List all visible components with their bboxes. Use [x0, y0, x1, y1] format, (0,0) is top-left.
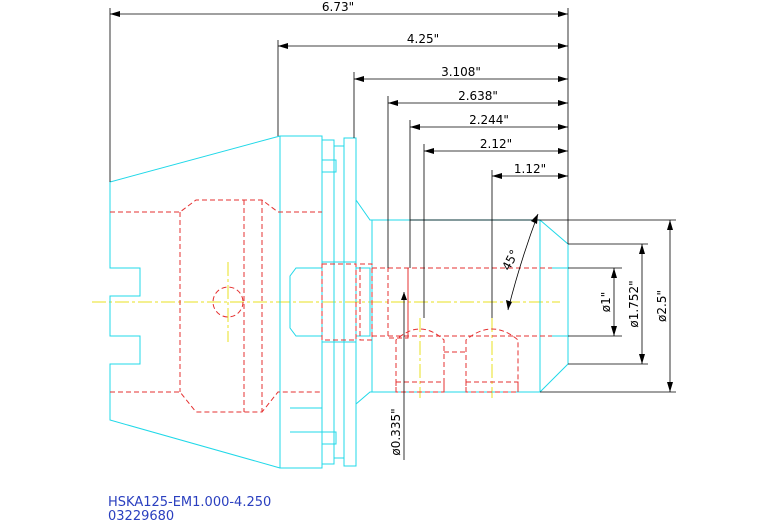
dim-3-108: 3.108": [441, 65, 481, 79]
dim-angle-45: 45°: [499, 247, 521, 272]
part-number: HSKA125-EM1.000-4.250: [108, 495, 271, 510]
part-outline: [109, 135, 569, 469]
dim-dia-1-752: ø1.752": [627, 280, 641, 327]
dimension-lines: [109, 8, 676, 460]
item-code: 03229680: [108, 509, 174, 523]
dimension-labels: 6.73" 4.25" 3.108" 2.638" 2.244" 2.12" 1…: [322, 0, 669, 456]
dim-6-73: 6.73": [322, 0, 354, 14]
dim-dia-0-335: ø0.335": [389, 408, 403, 455]
dim-4-25: 4.25": [407, 32, 439, 46]
dim-2-638: 2.638": [458, 89, 498, 103]
dim-1-12: 1.12": [514, 162, 546, 176]
dim-2-12: 2.12": [480, 137, 512, 151]
title-block: HSKA125-EM1.000-4.250 03229680: [108, 495, 271, 523]
dim-dia-2-5: ø2.5": [655, 290, 669, 322]
hidden-lines: [110, 199, 552, 413]
dim-2-244: 2.244": [469, 113, 509, 127]
center-lines: [92, 262, 560, 398]
dim-dia-1: ø1": [599, 292, 613, 313]
